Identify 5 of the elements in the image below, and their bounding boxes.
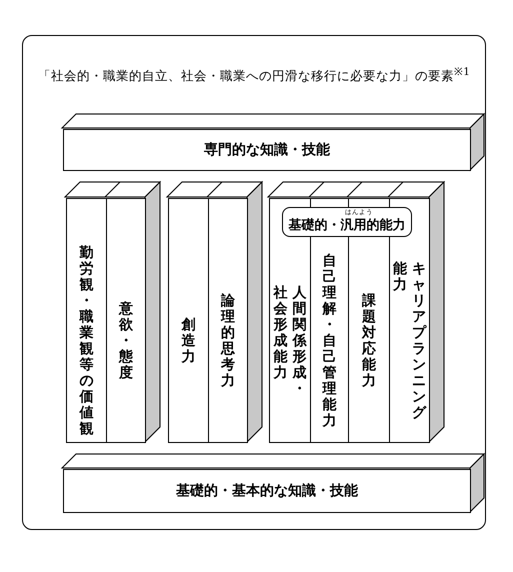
frame-box — [22, 35, 486, 530]
heading: 「社会的・職業的自立、社会・職業への円滑な移行に必要な力」の要素$^{※1}$ — [37, 65, 471, 86]
rounded-label-box — [282, 207, 412, 237]
label-slab: 基礎的・基本的な知識・技能 — [63, 469, 471, 513]
label-slab: 専門的な知識・技能 — [63, 129, 471, 171]
